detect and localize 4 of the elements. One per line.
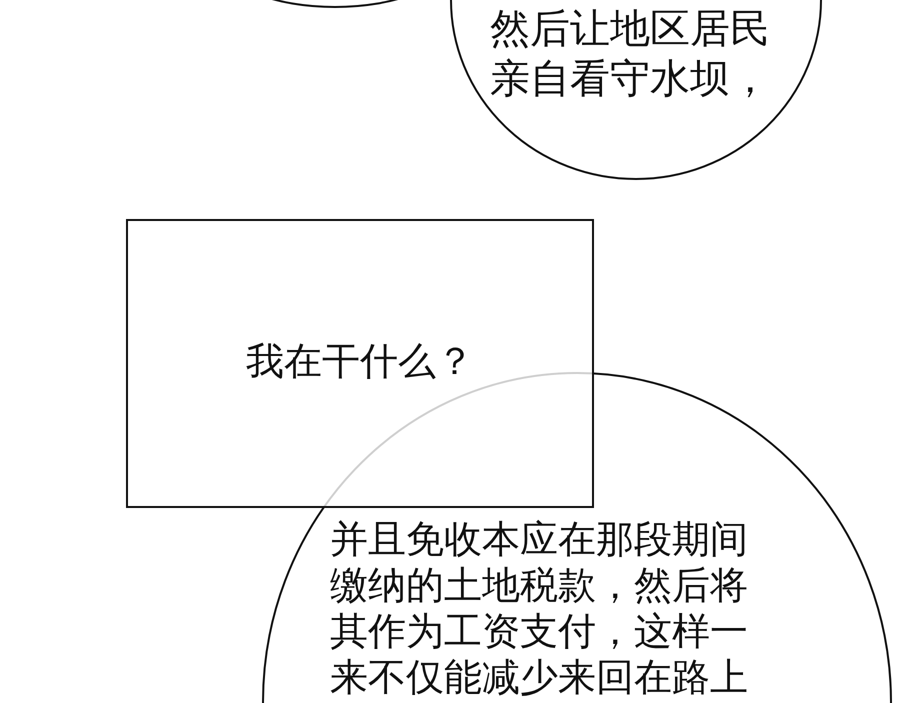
dialogue-text: 然后让地区居民亲自看守水坝， [490, 5, 771, 104]
dialogue-text: 我在干什么？ [245, 337, 475, 384]
caption-box [126, 219, 594, 508]
dialogue-text: 并且免收本应在那段期间缴纳的土地税款，然后将其作为工资支付，这样一来不仅能减少来回在路上 [330, 516, 749, 700]
